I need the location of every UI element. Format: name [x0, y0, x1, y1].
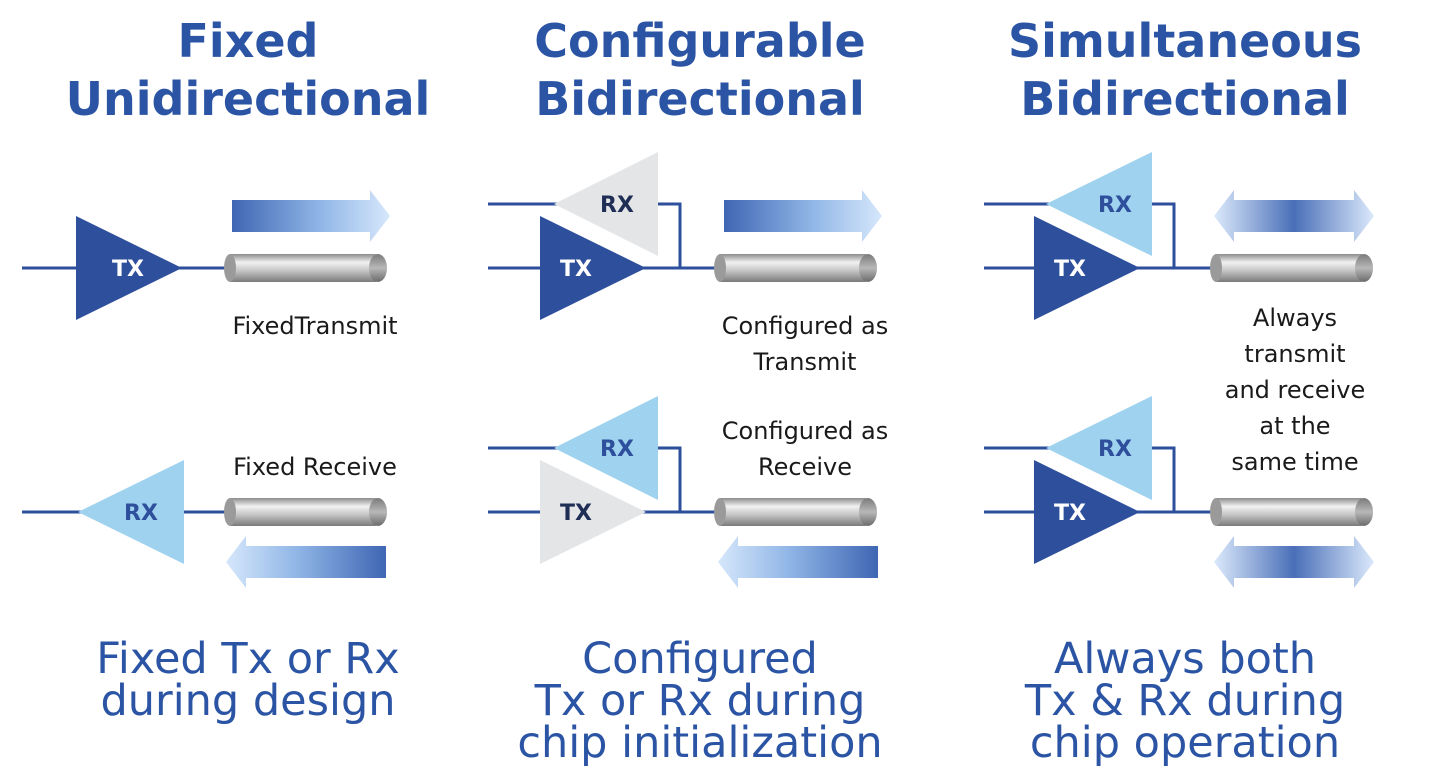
cable-icon	[1210, 498, 1373, 526]
tx-buffer-icon	[1034, 216, 1140, 320]
caption-fixed-transmit: FixedTransmit	[200, 308, 430, 344]
simultaneous-circuit-top: RX TX	[984, 152, 1374, 320]
title-line: Bidirectional	[535, 72, 865, 126]
title-line: Simultaneous	[1007, 14, 1363, 68]
caption-line: Fixed Receive	[233, 453, 397, 481]
bidirectional-arrow-icon	[1214, 536, 1374, 588]
cable-icon	[714, 498, 877, 526]
cable-icon	[224, 254, 387, 282]
tx-buffer-icon	[76, 216, 182, 320]
fixed-receive-circuit: RX	[22, 460, 387, 588]
rx-buffer-icon	[1046, 396, 1152, 500]
tx-buffer-icon	[1034, 460, 1140, 564]
caption-line: FixedTransmit	[232, 312, 398, 340]
rx-label: RX	[1098, 193, 1132, 218]
footer-line: during design	[100, 676, 396, 726]
column-title-simultaneous-bidirectional: Simultaneous Bidirectional	[950, 12, 1420, 128]
configured-transmit-circuit: RX TX	[488, 152, 882, 320]
footer-line: chip initialization	[517, 718, 883, 768]
column-title-fixed-unidirectional: Fixed Unidirectional	[13, 12, 483, 128]
column-footer-fixed: Fixed Tx or Rx during design	[8, 634, 488, 726]
caption-fixed-receive: Fixed Receive	[200, 449, 430, 485]
rx-label: RX	[600, 437, 634, 462]
cable-icon	[714, 254, 877, 282]
caption-line: Transmit	[753, 348, 857, 376]
footer-line: Tx or Rx during	[534, 676, 866, 726]
receive-direction-arrow-icon	[226, 536, 386, 588]
caption-line: Configured as	[721, 312, 889, 340]
tx-buffer-active-icon	[540, 216, 646, 320]
caption-line: same time	[1231, 448, 1359, 476]
simultaneous-circuit-bottom: RX TX	[984, 396, 1374, 588]
column-footer-simultaneous: Always both Tx & Rx during chip operatio…	[945, 634, 1425, 768]
caption-configured-receive: Configured as Receive	[690, 413, 920, 485]
tx-buffer-inactive-icon	[540, 460, 646, 564]
caption-always-transmit-receive: Always transmit and receive at the same …	[1190, 300, 1400, 480]
title-line: Bidirectional	[1020, 72, 1350, 126]
cable-icon	[224, 498, 387, 526]
footer-line: Tx & Rx during	[1024, 676, 1346, 726]
rx-label: RX	[124, 501, 158, 526]
caption-line: at the	[1259, 412, 1331, 440]
tx-label: TX	[112, 257, 144, 282]
footer-line: Always both	[1053, 634, 1317, 684]
rx-label: RX	[600, 193, 634, 218]
column-footer-configurable: Configured Tx or Rx during chip initiali…	[460, 634, 940, 768]
fixed-transmit-circuit: TX	[22, 190, 390, 320]
rx-label: RX	[1098, 437, 1132, 462]
footer-line: Configured	[582, 634, 818, 684]
column-title-configurable-bidirectional: Configurable Bidirectional	[465, 12, 935, 128]
rx-buffer-icon	[78, 460, 184, 564]
title-line: Fixed	[177, 14, 319, 68]
caption-line: Always	[1252, 304, 1338, 332]
tx-label: TX	[560, 501, 592, 526]
title-line: Unidirectional	[65, 72, 431, 126]
caption-line: Configured as	[721, 417, 889, 445]
tx-label: TX	[560, 257, 592, 282]
caption-line: transmit	[1244, 340, 1346, 368]
rx-buffer-icon	[1046, 152, 1152, 256]
configured-receive-circuit: RX TX	[488, 396, 878, 588]
rx-buffer-active-icon	[554, 396, 658, 500]
transmit-direction-arrow-icon	[724, 190, 882, 242]
caption-line: Receive	[758, 453, 852, 481]
rx-buffer-inactive-icon	[554, 152, 658, 256]
receive-direction-arrow-icon	[718, 536, 878, 588]
tx-label: TX	[1054, 257, 1086, 282]
caption-configured-transmit: Configured as Transmit	[690, 308, 920, 380]
transmit-direction-arrow-icon	[232, 190, 390, 242]
footer-line: chip operation	[1029, 718, 1341, 768]
tx-label: TX	[1054, 501, 1086, 526]
title-line: Configurable	[534, 14, 866, 68]
caption-line: and receive	[1224, 376, 1366, 404]
footer-line: Fixed Tx or Rx	[96, 634, 400, 684]
cable-icon	[1210, 254, 1373, 282]
bidirectional-arrow-icon	[1214, 190, 1374, 242]
